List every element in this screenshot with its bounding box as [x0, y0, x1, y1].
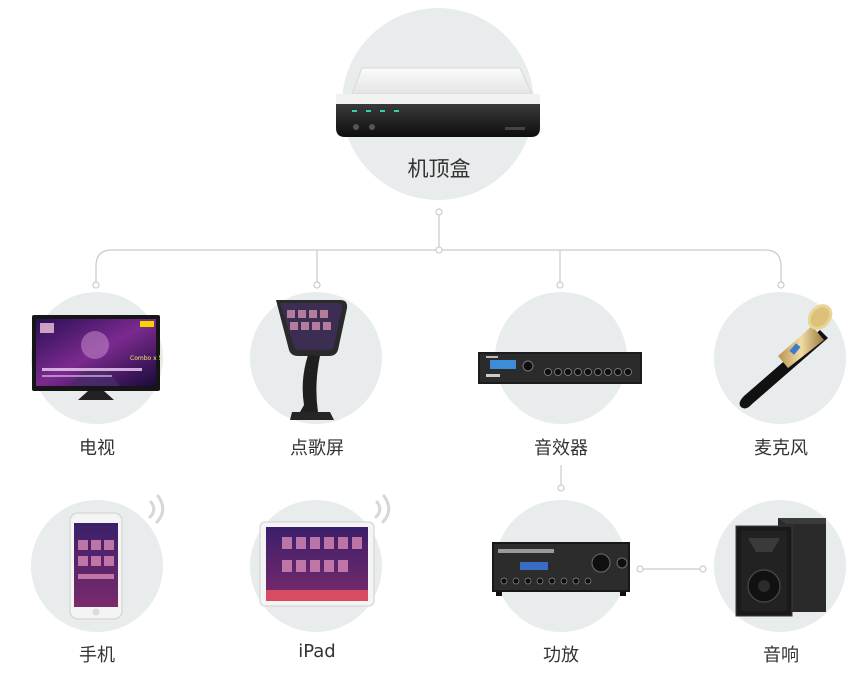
speaker-icon: [735, 518, 826, 617]
tablet-icon: [259, 521, 375, 607]
speaker-label: 音响: [763, 645, 799, 666]
connector-dots: [92, 208, 785, 573]
tv-label: 电视: [79, 438, 115, 459]
amplifier-icon: [492, 542, 630, 596]
phone-icon: [69, 512, 123, 620]
wifi-icon: [374, 494, 391, 524]
set-top-box-icon: [336, 67, 540, 137]
amp-label: 功放: [543, 645, 579, 666]
effector-label: 音效器: [534, 438, 588, 459]
tv-icon: Combo x 5: [32, 315, 163, 400]
phone-label: 手机: [79, 645, 115, 666]
tv-screen-title: Combo x 5: [130, 355, 163, 362]
wifi-icon: [148, 494, 165, 524]
microphone-icon: [739, 304, 833, 409]
mic-label: 麦克风: [754, 438, 808, 459]
connector-lines: [95, 212, 782, 570]
jukebox-label: 点歌屏: [290, 438, 344, 459]
ipad-label: iPad: [298, 641, 336, 662]
song-screen-icon: [276, 300, 348, 420]
audio-effector-icon: [478, 352, 642, 384]
stb-label: 机顶盒: [407, 157, 471, 181]
